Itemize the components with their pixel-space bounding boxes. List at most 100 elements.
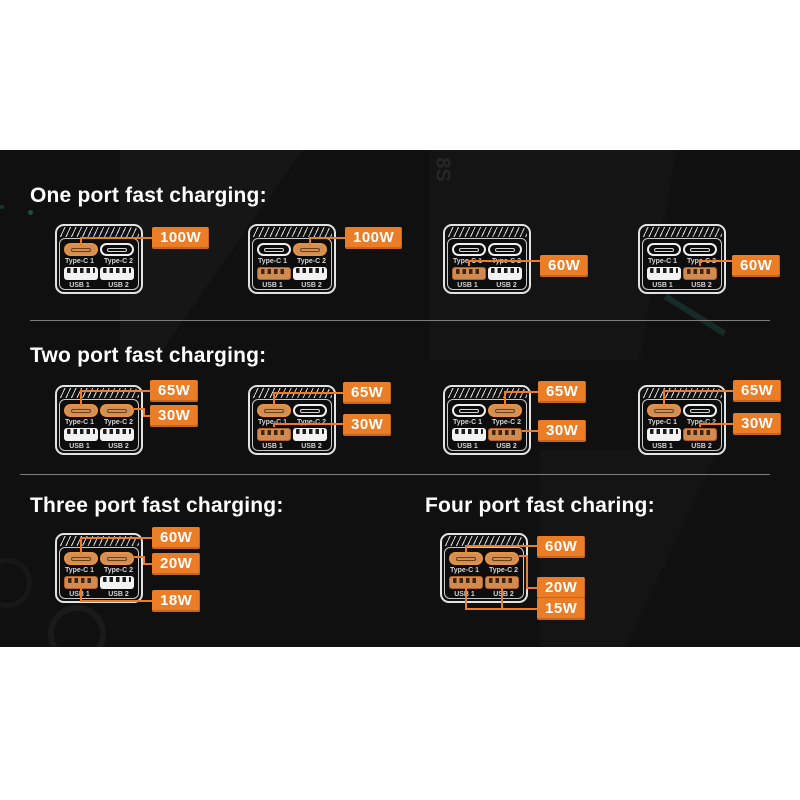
port-label-usb2: USB 2 [108,282,129,289]
hatch-band [642,388,722,398]
port-label-row: Type-C 1 Type-C 2 [253,419,331,426]
type-c-port-tc2 [683,243,717,256]
type-c-slot-icon [300,408,320,413]
type-c-port-tc2 [488,243,522,256]
type-c-port-row [647,404,717,417]
usb-a-port-usb2-highlighted [488,428,522,441]
type-c-port-row [452,243,522,256]
port-label-usb1: USB 1 [454,591,475,598]
type-c-port-row [647,243,717,256]
type-c-port-tc1-highlighted [257,404,291,417]
usb-a-port-usb2 [100,576,134,589]
usb-contact-teeth-icon [103,577,131,582]
type-c-slot-icon [654,408,674,413]
usb-port-row [64,428,134,441]
usb-contact-teeth-icon [491,268,519,273]
type-c-slot-icon [459,408,479,413]
usb-port-row [64,576,134,589]
usb-contact-teeth-icon [489,578,515,583]
type-c-port-tc1-highlighted [647,404,681,417]
type-c-slot-icon [107,247,127,252]
wattage-callout: 30W [733,413,782,435]
port-label-tc2: Type-C 2 [296,419,327,426]
usb-a-port-usb1 [647,428,681,441]
usb-a-port-usb1-highlighted [449,576,483,589]
usb-a-port-usb1 [452,428,486,441]
wattage-callout: 20W [152,553,201,575]
hatch-band [59,227,139,237]
usb-contact-teeth-icon [492,430,518,435]
wattage-callout: 65W [733,380,782,402]
port-label-tc2: Type-C 2 [296,258,327,265]
wattage-callout: 60W [540,255,589,277]
usb-port-row [647,267,717,280]
type-c-port-tc1-highlighted [64,552,98,565]
usb-contact-teeth-icon [261,430,287,435]
section-divider [30,320,770,321]
hatch-band [252,227,332,237]
wattage-callout: 18W [152,590,201,612]
usb-contact-teeth-icon [455,429,483,434]
port-label-tc2: Type-C 2 [103,258,134,265]
usb-a-port-usb2-highlighted [485,576,519,589]
usb-contact-teeth-icon [687,269,713,274]
port-label-usb2: USB 2 [691,282,712,289]
port-label-usb1: USB 1 [69,282,90,289]
port-label-usb2: USB 2 [108,443,129,450]
type-c-slot-icon [690,247,710,252]
port-label-tc1: Type-C 1 [257,419,288,426]
port-label-usb2: USB 2 [493,591,514,598]
type-c-port-tc2 [100,243,134,256]
port-label-tc1: Type-C 1 [647,258,678,265]
port-label-tc1: Type-C 1 [449,567,480,574]
wattage-callout: 100W [345,227,403,249]
port-label-tc2: Type-C 2 [103,567,134,574]
section-divider [20,474,770,475]
type-c-slot-icon [71,247,91,252]
usb-a-port-usb2-highlighted [683,267,717,280]
type-c-slot-icon [71,556,91,561]
usb-contact-teeth-icon [67,268,95,273]
usb-port-row [452,428,522,441]
hatch-band [252,388,332,398]
hatch-band [59,388,139,398]
hatch-band [444,536,524,546]
port-label-usb1: USB 1 [457,282,478,289]
usb-a-port-usb1 [64,267,98,280]
wattage-callout: 15W [537,598,586,620]
type-c-port-row [257,243,327,256]
type-c-port-row [257,404,327,417]
wattage-callout: 30W [343,414,392,436]
type-c-slot-icon [264,247,284,252]
usb-a-port-usb2 [100,267,134,280]
usb-contact-teeth-icon [67,429,95,434]
usb-contact-teeth-icon [456,269,482,274]
usb-contact-teeth-icon [68,578,94,583]
usb-a-port-usb2-highlighted [683,428,717,441]
port-label-tc2: Type-C 2 [686,419,717,426]
port-label-usb1: USB 1 [262,282,283,289]
type-c-port-tc2-highlighted [293,243,327,256]
wattage-callout: 65W [150,380,199,402]
usb-a-port-usb2 [100,428,134,441]
port-label-tc1: Type-C 1 [647,419,678,426]
type-c-port-tc1 [647,243,681,256]
hatch-band [59,536,139,546]
